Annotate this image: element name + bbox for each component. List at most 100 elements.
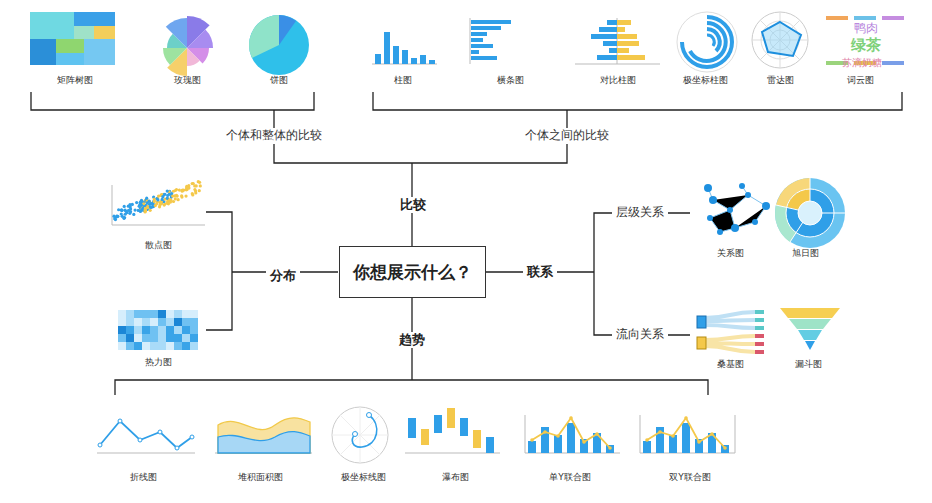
bracket <box>31 92 314 110</box>
polar-line-chart <box>332 407 388 463</box>
heat-cell <box>134 326 142 334</box>
chart-name: 对比柱图 <box>600 75 636 85</box>
chart-name: 词云图 <box>847 75 874 85</box>
heat-cell <box>126 342 134 350</box>
rose-sector <box>166 18 187 48</box>
chart-name: 绿茶 <box>851 37 881 54</box>
dot <box>191 193 194 196</box>
word-mark <box>882 61 904 65</box>
network-node <box>752 219 758 225</box>
heat-cell <box>182 318 190 326</box>
network-node <box>717 229 723 235</box>
heat-cell <box>182 334 190 342</box>
dot <box>156 198 159 201</box>
point <box>608 446 612 450</box>
bar <box>669 435 677 453</box>
heat-cell <box>166 342 174 350</box>
point <box>645 438 649 442</box>
heat-cell <box>182 310 190 318</box>
heat-cell <box>118 334 126 342</box>
heat-cell <box>158 334 166 342</box>
bar <box>471 26 501 30</box>
axis <box>640 415 735 453</box>
heat-cell <box>150 334 158 342</box>
dot <box>175 194 178 197</box>
bar <box>408 418 416 438</box>
bracket <box>115 298 708 395</box>
rose-sector <box>163 48 187 65</box>
point <box>530 438 534 442</box>
bar <box>460 418 468 436</box>
bracket <box>206 212 338 330</box>
chart-name: 矩阵树图 <box>57 75 93 85</box>
point <box>175 446 179 450</box>
bar <box>421 429 429 445</box>
heat-cell <box>142 334 150 342</box>
bar <box>567 423 575 453</box>
dot <box>117 208 120 211</box>
heat-cell <box>182 342 190 350</box>
dot <box>114 216 117 219</box>
bar <box>682 423 690 453</box>
line <box>647 418 725 448</box>
bar <box>471 32 487 36</box>
heat-cell <box>174 326 182 334</box>
heat-cell <box>190 326 198 334</box>
chart-name: 漏斗图 <box>795 359 822 369</box>
chart-name: 桑基图 <box>717 359 744 369</box>
chart-name: 苏滴奶糖 <box>842 57 882 69</box>
dot <box>176 194 179 197</box>
dot <box>194 191 197 194</box>
dot <box>198 189 201 192</box>
heat-cell <box>190 342 198 350</box>
heat-cell <box>118 310 126 318</box>
bar <box>411 58 417 64</box>
dot <box>178 188 181 191</box>
heat-cell <box>158 318 166 326</box>
point <box>98 443 102 447</box>
bar <box>471 38 483 42</box>
network-node <box>727 207 733 213</box>
bar <box>541 427 549 453</box>
heat-cell <box>126 334 134 342</box>
chart-name: 雷达图 <box>767 75 794 85</box>
heat-cell <box>134 342 142 350</box>
bar <box>393 46 399 64</box>
bar <box>617 34 637 39</box>
chart-name: 折线图 <box>130 472 157 482</box>
bar <box>402 50 408 64</box>
bar <box>471 50 479 54</box>
dot <box>163 203 166 206</box>
dot <box>113 217 116 220</box>
polar-bar-chart <box>677 12 737 72</box>
dot <box>193 184 196 187</box>
generated-shapes <box>98 16 904 453</box>
point <box>723 446 727 450</box>
network-node <box>709 196 717 204</box>
branch-label: 趋势 <box>395 332 429 349</box>
heat-cell <box>134 334 142 342</box>
heat-cell <box>190 334 198 342</box>
bar <box>607 20 617 25</box>
chart-name: 饼图 <box>270 75 288 85</box>
heat-cell <box>118 342 126 350</box>
chart-axes <box>97 18 735 453</box>
dot <box>172 200 175 203</box>
dot <box>174 197 177 200</box>
dot <box>134 208 137 211</box>
bar <box>597 55 617 60</box>
radar-chart <box>752 12 808 68</box>
point <box>158 430 162 434</box>
bar <box>471 20 511 24</box>
bar <box>591 34 617 39</box>
bar <box>617 41 639 46</box>
dot <box>174 189 177 192</box>
heat-cell <box>166 310 174 318</box>
funnel-chart <box>780 308 840 350</box>
heat-cell <box>166 334 174 342</box>
bar <box>473 430 481 448</box>
heat-cell <box>166 318 174 326</box>
dot <box>123 216 126 219</box>
bar <box>486 437 494 453</box>
sankey-chart <box>697 310 764 354</box>
